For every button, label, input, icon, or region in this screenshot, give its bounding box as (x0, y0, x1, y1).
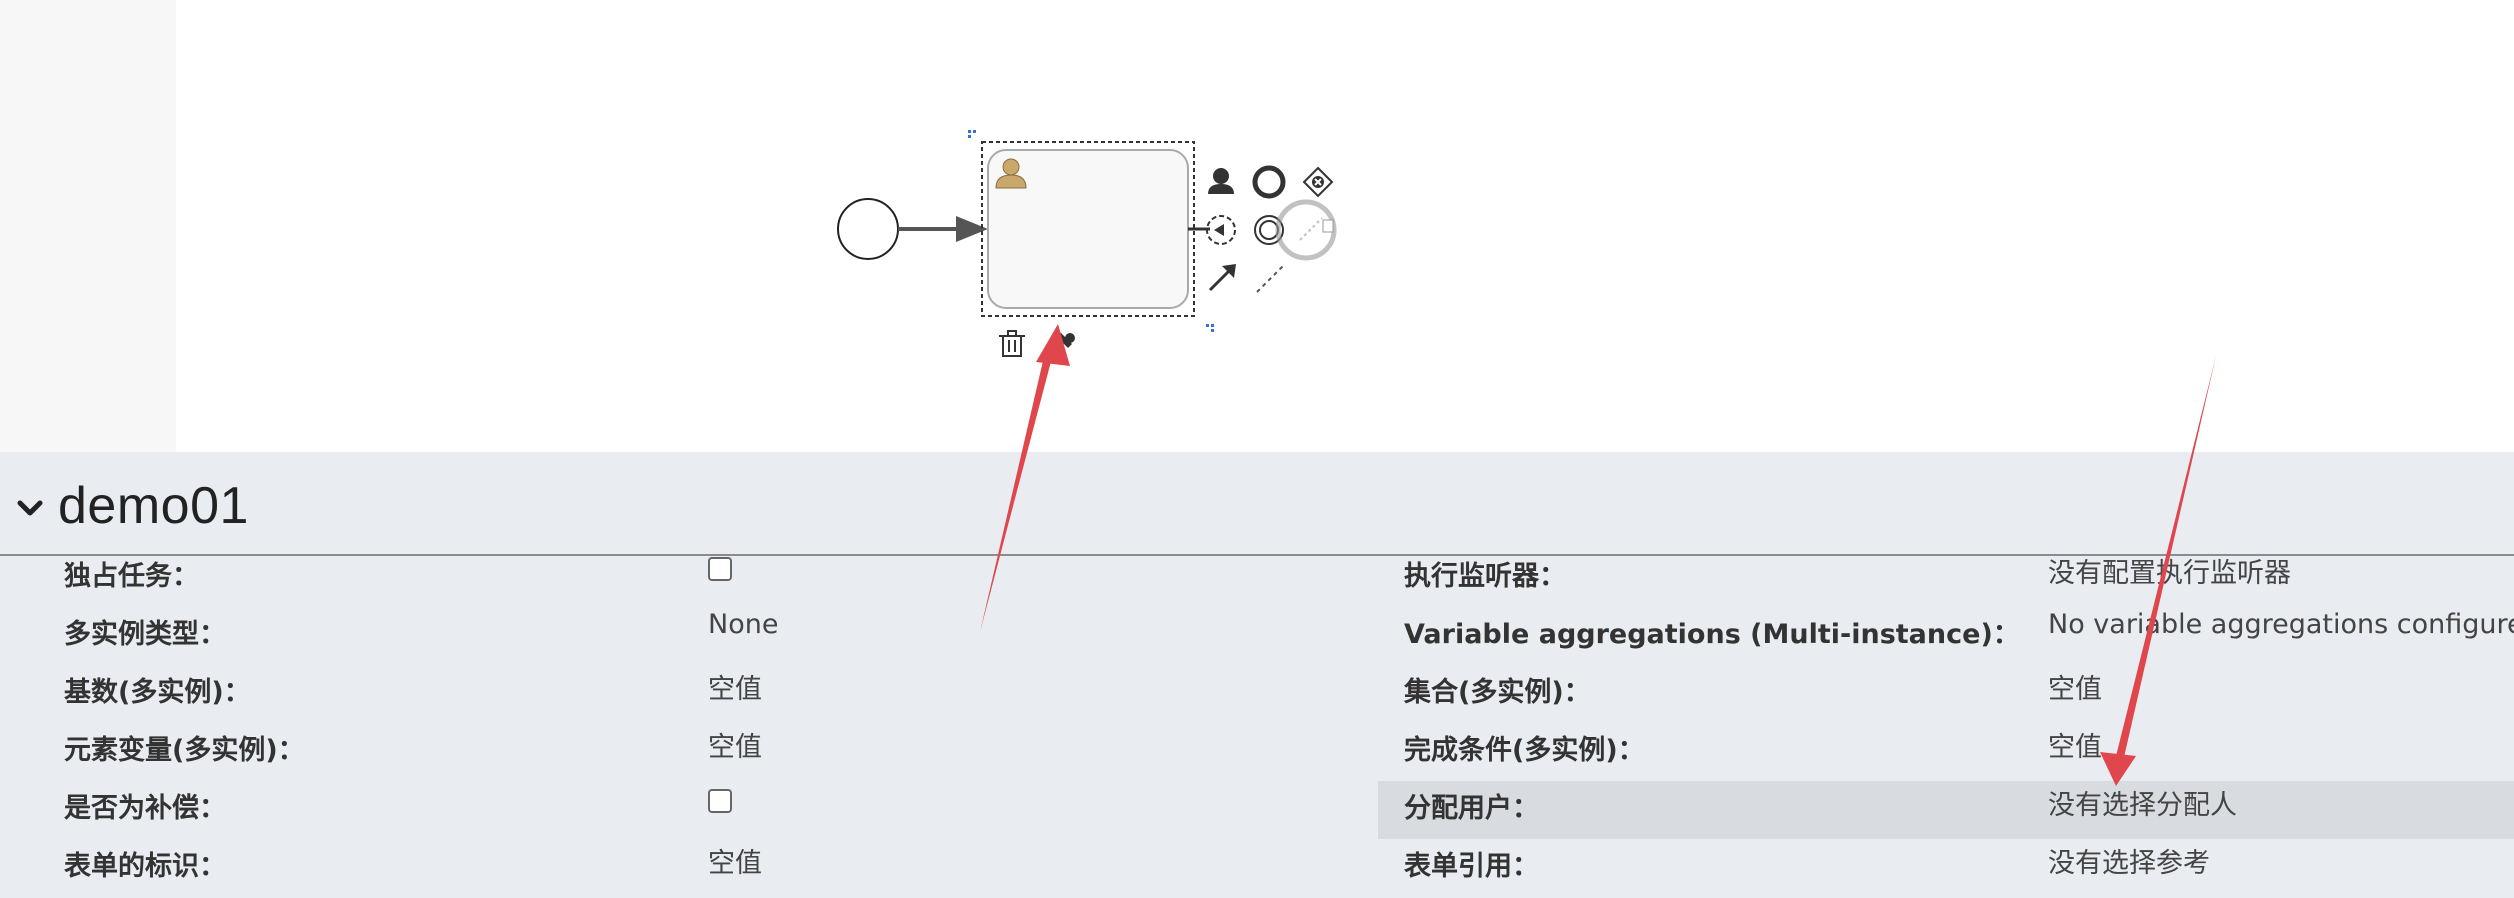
sequence-flow[interactable] (898, 216, 988, 242)
completion-condition-label: 完成条件(多实例)： (1404, 735, 1645, 766)
collection-value[interactable]: 空值 (2048, 674, 2102, 705)
execution-listeners-value[interactable]: 没有配置执行监听器 (2048, 558, 2291, 589)
association-icon[interactable] (1256, 265, 1284, 293)
exclusive-task-checkbox[interactable] (708, 557, 732, 581)
assignment-value[interactable]: 没有选择分配人 (2048, 790, 2237, 821)
bpmn-canvas[interactable] (176, 0, 2514, 452)
exclusive-gateway-icon[interactable] (1302, 166, 1334, 198)
form-key-label: 表单的标识： (64, 851, 226, 882)
chevron-down-icon[interactable] (16, 494, 44, 522)
assignment-label: 分配用户： (1404, 793, 1539, 824)
left-gutter (0, 0, 176, 452)
properties-panel: demo01 独占任务： 多实例类型： None 基数(多实例)： 空值 元素变… (0, 452, 2514, 898)
drag-preview (1275, 199, 1337, 261)
cardinality-value[interactable]: 空值 (708, 674, 762, 705)
element-title: demo01 (58, 477, 249, 535)
user-task-icon[interactable] (1208, 168, 1234, 194)
user-task[interactable] (987, 149, 1189, 309)
variable-aggregations-label: Variable aggregations (Multi-instance)： (1404, 619, 2020, 650)
element-variable-value[interactable]: 空值 (708, 732, 762, 763)
form-key-value[interactable]: 空值 (708, 848, 762, 879)
selection-outline (981, 141, 1195, 317)
properties-header[interactable]: demo01 (0, 452, 2514, 556)
start-event[interactable] (837, 198, 899, 260)
element-variable-label: 元素变量(多实例)： (64, 735, 305, 766)
connect-icon[interactable] (1208, 264, 1236, 292)
end-event-icon[interactable] (1252, 165, 1286, 199)
user-task-type-icon (995, 158, 1027, 189)
wrench-icon[interactable] (1054, 330, 1075, 348)
execution-listeners-label: 执行监听器： (1404, 561, 1566, 592)
is-compensation-checkbox[interactable] (708, 789, 732, 813)
resize-handle-top-left[interactable] (968, 130, 976, 138)
form-reference-label: 表单引用： (1404, 851, 1539, 882)
assignment-row-highlight[interactable] (1378, 781, 2514, 839)
multi-instance-type-value[interactable]: None (708, 609, 779, 640)
collection-label: 集合(多实例)： (1404, 677, 1591, 708)
cardinality-label: 基数(多实例)： (64, 677, 251, 708)
exclusive-task-label: 独占任务： (64, 561, 199, 592)
form-reference-value[interactable]: 没有选择参考 (2048, 848, 2210, 879)
is-compensation-label: 是否为补偿： (64, 793, 226, 824)
delete-icon[interactable] (999, 330, 1025, 357)
variable-aggregations-value[interactable]: No variable aggregations configured (2048, 609, 2514, 640)
resize-handle-bottom-right[interactable] (1206, 324, 1214, 332)
multi-instance-type-label: 多实例类型： (64, 619, 226, 650)
completion-condition-value[interactable]: 空值 (2048, 732, 2102, 763)
intermediate-event-icon[interactable] (1206, 215, 1236, 245)
